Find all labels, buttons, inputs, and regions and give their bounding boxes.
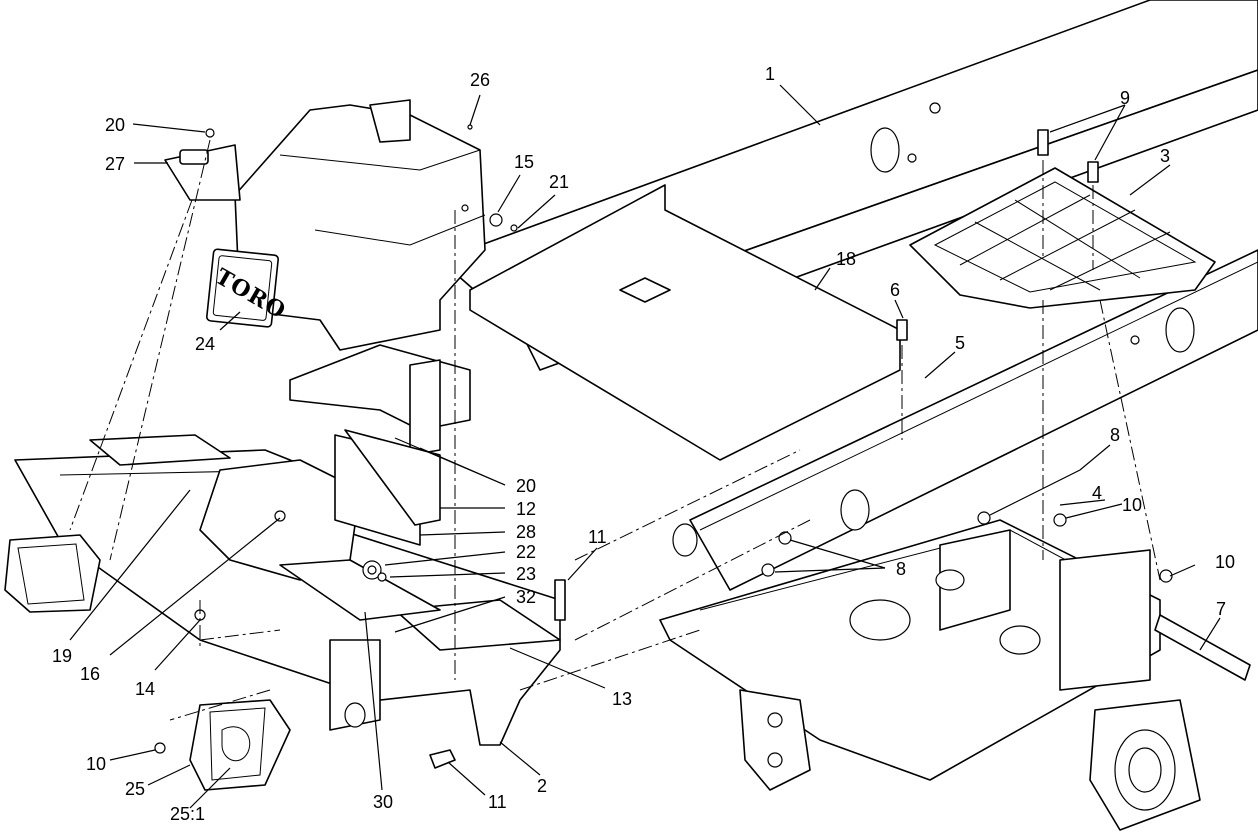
fasteners: [154, 124, 1173, 769]
callout-10-left: 10: [86, 754, 106, 774]
callout-13: 13: [612, 689, 632, 709]
callout-25-1: 25:1: [170, 804, 205, 824]
lower-front-frame: [14, 434, 561, 746]
headlight-left: [4, 534, 101, 613]
callout-25: 25: [125, 779, 145, 799]
callout-2: 2: [537, 776, 547, 796]
callout-12: 12: [516, 499, 536, 519]
callout-20-lower: 20: [516, 476, 536, 496]
callout-16: 16: [80, 664, 100, 684]
rear-assembly: [659, 519, 1251, 831]
front-cowl: TORO: [206, 99, 486, 351]
callout-5: 5: [955, 333, 965, 353]
callout-22: 22: [516, 542, 536, 562]
callout-labels: 1 3 9 26 20 27 15 21 18 6 5 24 8 4 10 20…: [52, 64, 1235, 824]
callout-14: 14: [135, 679, 155, 699]
callout-23: 23: [516, 564, 536, 584]
seat-plate: [469, 184, 901, 461]
callout-8-upper: 8: [1110, 425, 1120, 445]
callout-15: 15: [514, 152, 534, 172]
callout-32: 32: [516, 587, 536, 607]
callout-10-right-upper: 10: [1122, 495, 1142, 515]
callout-6: 6: [890, 280, 900, 300]
callout-24: 24: [195, 334, 215, 354]
callout-28: 28: [516, 522, 536, 542]
callout-26: 26: [470, 70, 490, 90]
callout-3: 3: [1160, 146, 1170, 166]
callout-20-upper: 20: [105, 115, 125, 135]
callout-19: 19: [52, 646, 72, 666]
headlight-lower: [189, 699, 291, 791]
callout-11-upper: 11: [588, 527, 607, 547]
callout-21: 21: [549, 172, 569, 192]
callout-30: 30: [373, 792, 393, 812]
callout-10-right-lower: 10: [1215, 552, 1235, 572]
callout-7: 7: [1216, 599, 1226, 619]
center-bracket: [289, 344, 471, 546]
alignment-lines: [69, 139, 1161, 721]
foot-step-plate: [909, 167, 1216, 309]
callout-18: 18: [836, 249, 856, 269]
leader-lines: [69, 84, 1221, 809]
callout-8-lower: 8: [896, 559, 906, 579]
callout-9: 9: [1120, 88, 1130, 108]
callout-1: 1: [765, 64, 775, 84]
callout-11-lower: 11: [488, 792, 507, 812]
callout-27: 27: [105, 154, 125, 174]
callout-4: 4: [1092, 483, 1102, 503]
